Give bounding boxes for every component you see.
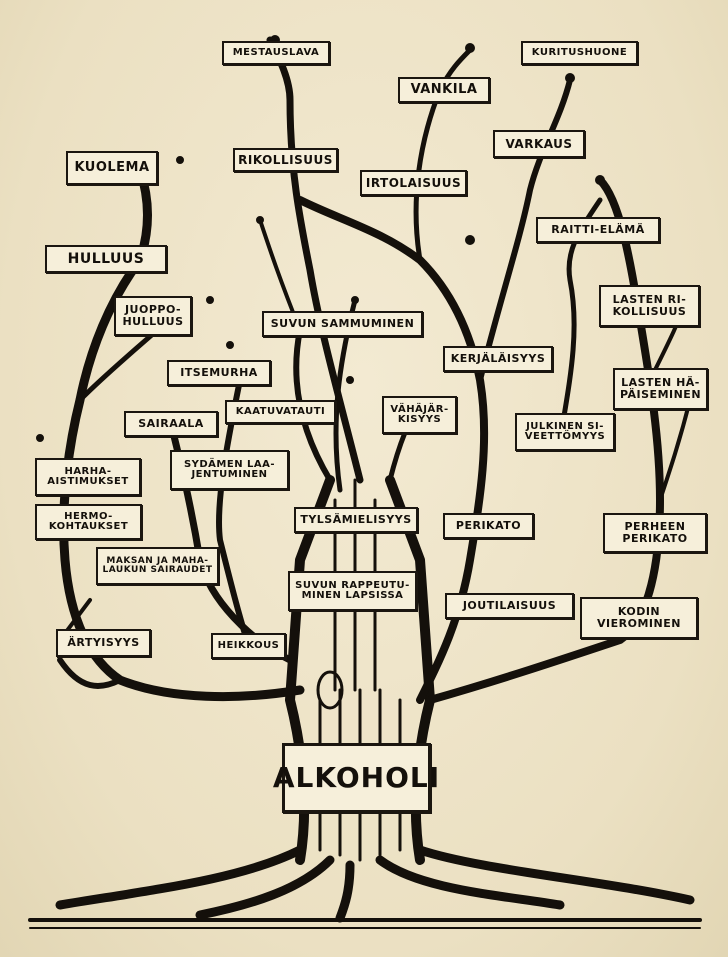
label-kuolema: KUOLEMA (66, 151, 158, 185)
label-perikato: PERIKATO (443, 513, 534, 539)
label-maksan-ja-mahalaukun-sairaudet: MAKSAN JA MAHA- LAUKUN SAIRAUDET (96, 547, 219, 585)
label-suvun-rappeutuminen: SUVUN RAPPEUTU- MINEN LAPSISSA (288, 571, 417, 611)
label-varkaus: VARKAUS (493, 130, 585, 158)
label-perheen-perikato: PERHEEN PERIKATO (603, 513, 707, 553)
label-harha-aistimukset: HARHA- AISTIMUKSET (35, 458, 141, 496)
label-raitti-elama: RAITTI-ELÄMÄ (536, 217, 660, 243)
label-tylsamielisyys: TYLSÄMIELISYYS (294, 507, 418, 533)
label-alkoholi-root: ALKOHOLI (273, 743, 439, 813)
label-juoppohulluus: JUOPPO- HULLUUS (114, 296, 192, 336)
label-sairaala: SAIRAALA (124, 411, 218, 437)
label-mestauslava: MESTAUSLAVA (222, 41, 330, 65)
label-kodin-vierominen: KODIN VIEROMINEN (580, 597, 698, 639)
label-hulluus: HULLUUS (45, 245, 167, 273)
label-vankila: VANKILA (398, 77, 490, 103)
label-itsemurha: ITSEMURHA (167, 360, 271, 386)
label-hermokohtaukset: HERMO- KOHTAUKSET (35, 504, 142, 540)
label-lasten-hapaiseminen: LASTEN HÄ- PÄISEMINEN (613, 368, 708, 410)
center-limb (266, 36, 364, 484)
label-kuritushuone: KURITUSHUONE (521, 41, 638, 65)
roots (55, 845, 695, 923)
label-suvun-sammuminen: SUVUN SAMMUMINEN (262, 311, 423, 337)
label-irtolaisuus: IRTOLAISUUS (360, 170, 467, 196)
label-artyisyys: ÄRTYISYYS (56, 629, 151, 657)
label-kaatuvatauti: KAATUVATAUTI (225, 400, 336, 424)
label-lasten-rikollisuus: LASTEN RI- KOLLISUUS (599, 285, 700, 327)
label-joutilaisuus: JOUTILAISUUS (445, 593, 574, 619)
label-rikollisuus: RIKOLLISUUS (233, 148, 338, 172)
label-sydamen-laajentuminen: SYDÄMEN LAA- JENTUMINEN (170, 450, 289, 490)
label-kerjalaisyys: KERJÄLÄISYYS (443, 346, 553, 372)
trunk-knot (316, 670, 344, 710)
label-julkinen-siveettomyys: JULKINEN SI- VEETTÖMYYS (515, 413, 615, 451)
label-heikkous: HEIKKOUS (211, 633, 286, 659)
label-vahajarkisyys: VÄHÄJÄR- KISYYS (382, 396, 457, 434)
